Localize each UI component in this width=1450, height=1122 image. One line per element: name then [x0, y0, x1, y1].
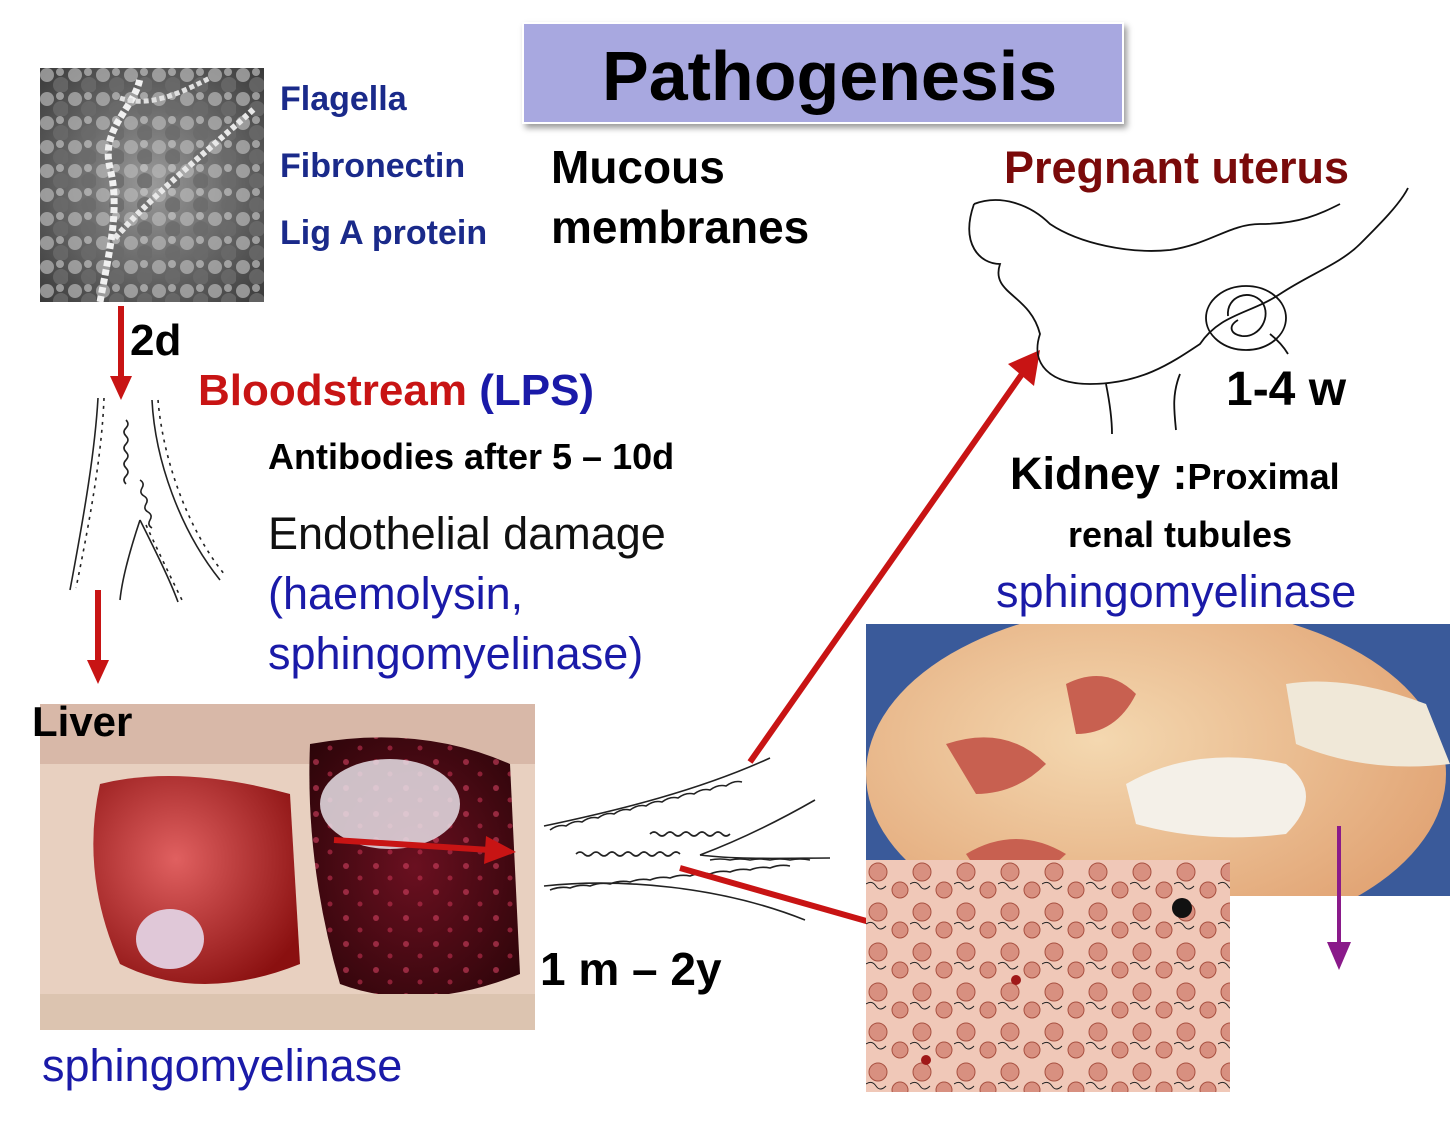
bloodstream-label: Bloodstream (LPS) [198, 366, 594, 416]
liver-label: Liver [32, 698, 133, 745]
adhesion-lig-a: Lig A protein [280, 214, 488, 252]
page-title: Pathogenesis [602, 37, 1058, 115]
kidney-proximal: Proximal [1187, 456, 1340, 497]
liver-sphingomyelinase: sphingomyelinase [42, 1040, 403, 1091]
pregnant-uterus-label: Pregnant uterus [1004, 142, 1350, 193]
vessel-sketch-middle [540, 750, 840, 930]
kidney-histology-photo [866, 860, 1230, 1092]
kidney-sphingomyelinase: sphingomyelinase [996, 566, 1357, 617]
bloodstream-text: Bloodstream [198, 366, 467, 415]
mucous-membranes-line1: Mucous [551, 141, 725, 193]
liver-photo [40, 704, 535, 1030]
arrow-mucosa-to-blood [110, 306, 132, 400]
kidney-label: Kidney :Proximal [1010, 448, 1340, 500]
lps-text: (LPS) [479, 366, 595, 415]
arrow-to-uterus [747, 350, 1040, 764]
time-2d: 2d [130, 316, 182, 365]
adhesion-flagella: Flagella [280, 80, 407, 118]
kidney-photo [866, 624, 1450, 896]
antibodies-text: Antibodies after 5 – 10d [268, 436, 675, 477]
blood-vessel-sketch [60, 390, 230, 610]
endothelial-sphingomyelinase: sphingomyelinase) [268, 628, 644, 679]
leptospira-micrograph [40, 68, 264, 302]
endothelial-damage: Endothelial damage [268, 508, 666, 559]
arrow-blood-to-liver [87, 590, 109, 684]
time-1m-2y: 1 m – 2y [540, 943, 722, 995]
kidney-renal-tubules: renal tubules [1068, 514, 1293, 555]
adhesion-fibronectin: Fibronectin [280, 147, 466, 185]
uterus-sketch [960, 184, 1410, 434]
arrow-purple-down [1327, 826, 1351, 970]
kidney-title: Kidney : [1010, 448, 1188, 499]
title-box: Pathogenesis [522, 22, 1124, 124]
arrow-liver-to-vessel [333, 836, 516, 864]
haemolysin-text: (haemolysin, [268, 568, 524, 619]
mucous-membranes-line2: membranes [551, 201, 810, 253]
uterus-time: 1-4 w [1226, 363, 1347, 416]
